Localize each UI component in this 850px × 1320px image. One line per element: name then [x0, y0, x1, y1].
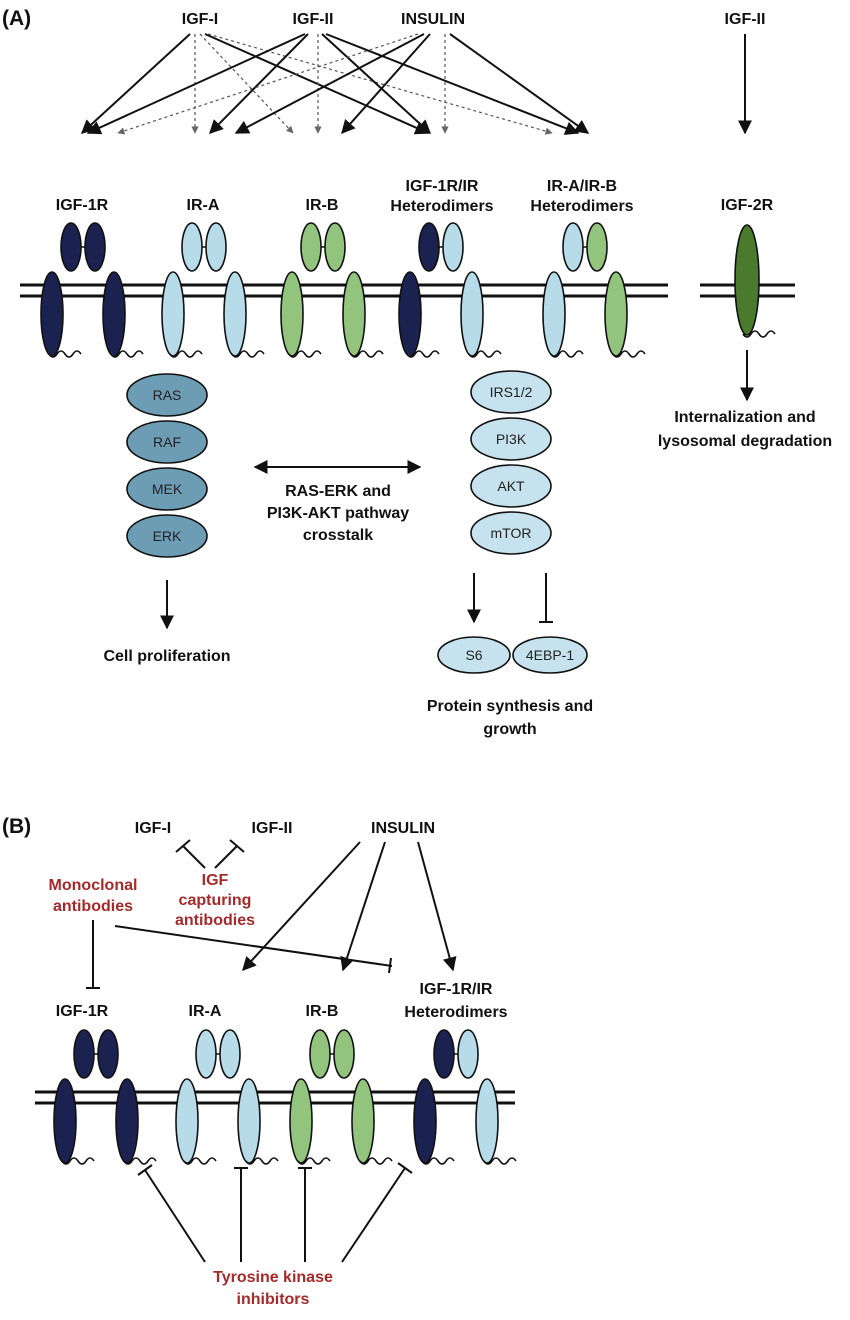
outcome-igf2r-line1: Internalization and	[674, 409, 815, 426]
insulin-binding-arrows-b	[242, 841, 457, 972]
panel-a-label: (A)	[2, 7, 31, 30]
svg-text:MEK: MEK	[152, 481, 183, 497]
pi3k-node-pi3k: PI3K	[470, 417, 552, 461]
monoclonal-inhibition	[86, 920, 393, 989]
svg-text:RAF: RAF	[153, 434, 181, 450]
monoclonal-line2: antibodies	[53, 898, 133, 915]
receptor-label-igf2r: IGF-2R	[721, 197, 774, 214]
igf-capture-line1: IGF	[202, 872, 229, 889]
b-receptor-ir-b: IR-B	[306, 1003, 339, 1020]
svg-text:ERK: ERK	[153, 528, 182, 544]
b-receptor-ir-a: IR-A	[189, 1003, 222, 1020]
outcome-protein-line1: Protein synthesis and	[427, 698, 593, 715]
monoclonal-line1: Monoclonal	[49, 877, 138, 894]
igf2r-receptor	[734, 224, 776, 338]
effector-4ebp1: 4EBP-1	[512, 636, 588, 674]
receptor-label-hybrid2-sub: Heterodimers	[530, 198, 633, 215]
tki-inhibition-lines	[137, 1162, 413, 1263]
receptor-hybrid2-a	[542, 222, 646, 358]
crosstalk-line2: PI3K-AKT pathway	[267, 505, 409, 522]
panel-b-label: (B)	[2, 815, 31, 838]
cell-membrane-b	[35, 1090, 515, 1105]
ras-node-mek: MEK	[126, 467, 208, 511]
ligand-igf1: IGF-I	[182, 11, 218, 28]
svg-text:IRS1/2: IRS1/2	[490, 384, 533, 400]
ras-node-erk: ERK	[126, 514, 208, 558]
igf-capture-inhibition	[175, 839, 245, 869]
ligand-igf2: IGF-II	[293, 11, 334, 28]
svg-text:S6: S6	[465, 647, 482, 663]
receptor-igf1r-b	[53, 1029, 157, 1165]
effector-s6: S6	[437, 636, 511, 674]
tki-line1: Tyrosine kinase	[213, 1269, 333, 1286]
receptor-hybrid1-a	[398, 222, 502, 358]
svg-text:mTOR: mTOR	[491, 525, 532, 541]
svg-text:RAS: RAS	[153, 387, 182, 403]
b-ligand-insulin: INSULIN	[371, 820, 435, 837]
pi3k-node-mtor: mTOR	[470, 511, 552, 555]
receptor-hybrid-b	[413, 1029, 517, 1165]
outcome-proliferation: Cell proliferation	[103, 648, 230, 665]
receptor-label-ir-a: IR-A	[187, 197, 220, 214]
pi3k-node-irs12: IRS1/2	[470, 370, 552, 414]
ras-node-raf: RAF	[126, 420, 208, 464]
b-ligand-igf2: IGF-II	[252, 820, 293, 837]
receptor-ir-a-a	[161, 222, 265, 358]
igf-capture-line2: capturing	[179, 892, 252, 909]
receptor-ir-b-a	[280, 222, 384, 358]
b-receptor-hybrid-sub: Heterodimers	[404, 1004, 507, 1021]
receptor-label-hybrid1-sub: Heterodimers	[390, 198, 493, 215]
ligand-binding-arrows	[80, 33, 752, 135]
crosstalk-line3: crosstalk	[303, 527, 373, 544]
receptor-ir-a-b	[175, 1029, 279, 1165]
crosstalk-line1: RAS-ERK and	[285, 483, 391, 500]
b-receptor-igf1r: IGF-1R	[56, 1003, 109, 1020]
b-ligand-igf1: IGF-I	[135, 820, 171, 837]
receptor-label-ir-b: IR-B	[306, 197, 339, 214]
tki-line2: inhibitors	[237, 1291, 310, 1308]
receptor-label-hybrid1: IGF-1R/IR	[406, 178, 479, 195]
igf-capture-line3: antibodies	[175, 912, 255, 929]
receptor-label-hybrid2: IR-A/IR-B	[547, 178, 617, 195]
outcome-protein-line2: growth	[483, 721, 536, 738]
pi3k-node-akt: AKT	[470, 464, 552, 508]
svg-text:AKT: AKT	[497, 478, 525, 494]
receptor-label-igf1r: IGF-1R	[56, 197, 109, 214]
ras-erk-pathway: RAS RAF MEK ERK	[126, 373, 208, 558]
outcome-igf2r-line2: lysosomal degradation	[658, 433, 832, 450]
b-receptor-hybrid: IGF-1R/IR	[420, 981, 493, 998]
ligand-insulin: INSULIN	[401, 11, 465, 28]
receptor-igf1r-a	[40, 222, 144, 358]
ras-node-ras: RAS	[126, 373, 208, 417]
receptors-panel-b	[53, 1029, 517, 1165]
ligand-igf2-right: IGF-II	[725, 11, 766, 28]
svg-text:4EBP-1: 4EBP-1	[526, 647, 574, 663]
receptor-ir-b-b	[289, 1029, 393, 1165]
receptors-panel-a	[40, 222, 646, 358]
svg-text:PI3K: PI3K	[496, 431, 527, 447]
